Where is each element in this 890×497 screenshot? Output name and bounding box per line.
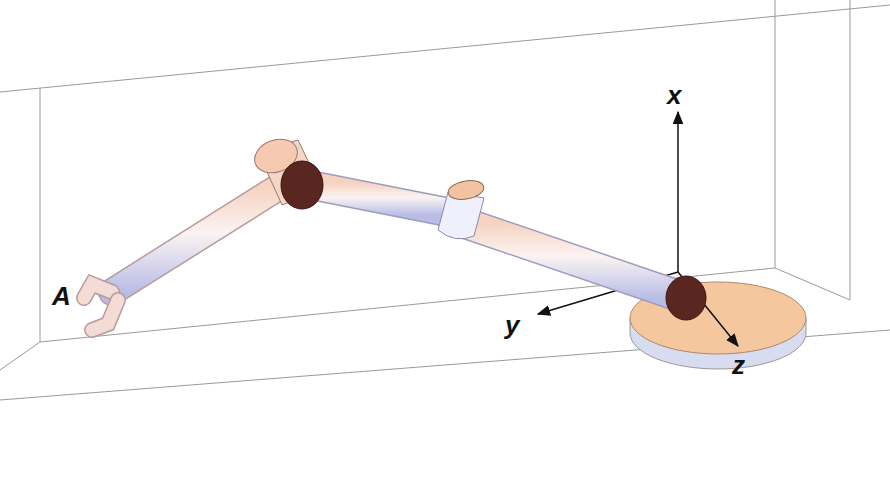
roll-joint bbox=[438, 178, 485, 239]
axis-label: z bbox=[732, 352, 745, 378]
axis-label: x bbox=[667, 82, 681, 108]
frame bbox=[0, 0, 890, 400]
elbow-joint bbox=[250, 133, 323, 209]
axis-label: y bbox=[505, 312, 519, 338]
axis-label: A bbox=[52, 283, 71, 309]
shoulder-joint bbox=[666, 276, 706, 320]
axes bbox=[538, 112, 738, 346]
arm bbox=[84, 183, 685, 330]
